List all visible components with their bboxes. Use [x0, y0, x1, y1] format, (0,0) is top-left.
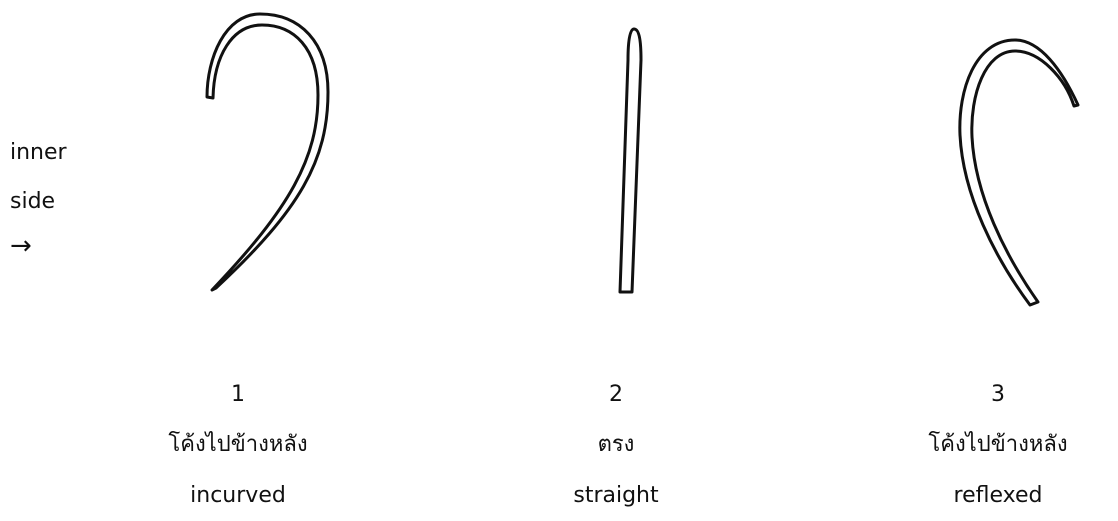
item-number: 1	[118, 380, 358, 410]
item-thai-label: โค้งไปข้างหลัง	[878, 430, 1118, 460]
item-english-label: straight	[496, 481, 736, 511]
reflexed-shape	[960, 40, 1078, 305]
straight-shape	[620, 29, 641, 292]
item-number: 2	[496, 380, 736, 410]
caption-item-1: 1 โค้งไปข้างหลัง incurved	[118, 380, 358, 520]
item-number: 3	[878, 380, 1118, 410]
incurved-shape	[207, 14, 328, 290]
caption-item-3: 3 โค้งไปข้างหลัง reflexed	[878, 380, 1118, 520]
item-english-label: reflexed	[878, 481, 1118, 511]
item-thai-label: โค้งไปข้างหลัง	[118, 430, 358, 460]
item-thai-label: ตรง	[496, 430, 736, 460]
caption-item-2: 2 ตรง straight	[496, 380, 736, 520]
item-english-label: incurved	[118, 481, 358, 511]
